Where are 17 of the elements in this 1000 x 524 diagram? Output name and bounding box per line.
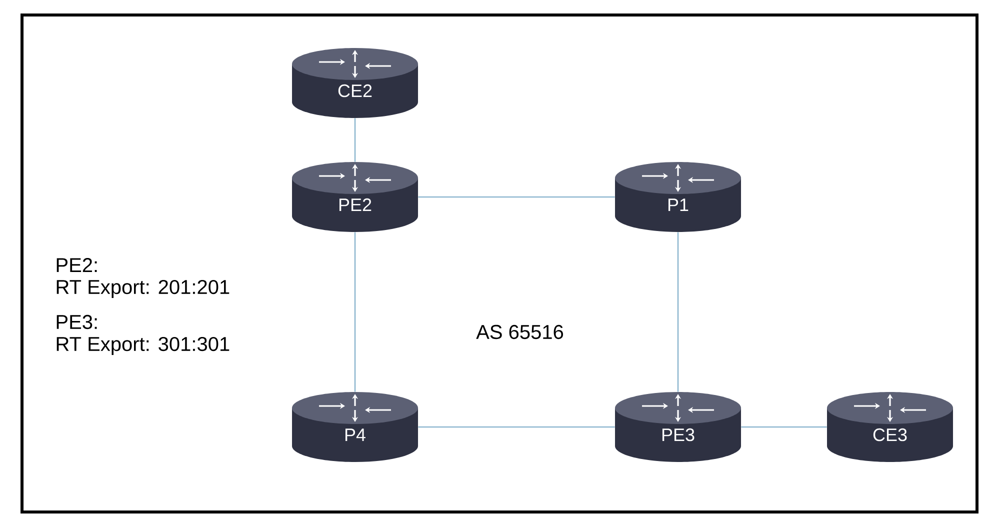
router: CE2 — [292, 48, 418, 118]
router: PE3 — [615, 392, 741, 462]
link-line — [418, 196, 615, 198]
label-text: AS 65516 — [476, 324, 564, 340]
label-text: RT Export: 301:301 — [56, 336, 230, 356]
link-line — [741, 426, 827, 428]
router: CE3 — [827, 392, 953, 462]
label-text: PE2: — [56, 258, 97, 272]
router: P4 — [292, 392, 418, 462]
label-text: PE3: — [56, 314, 97, 330]
router: P1 — [615, 162, 741, 232]
link-line — [418, 426, 615, 428]
link-line — [354, 232, 356, 392]
link-line — [677, 232, 679, 392]
link-line — [354, 118, 356, 162]
router: PE2 — [292, 162, 418, 232]
label-text: RT Export: 201:201 — [56, 280, 230, 298]
